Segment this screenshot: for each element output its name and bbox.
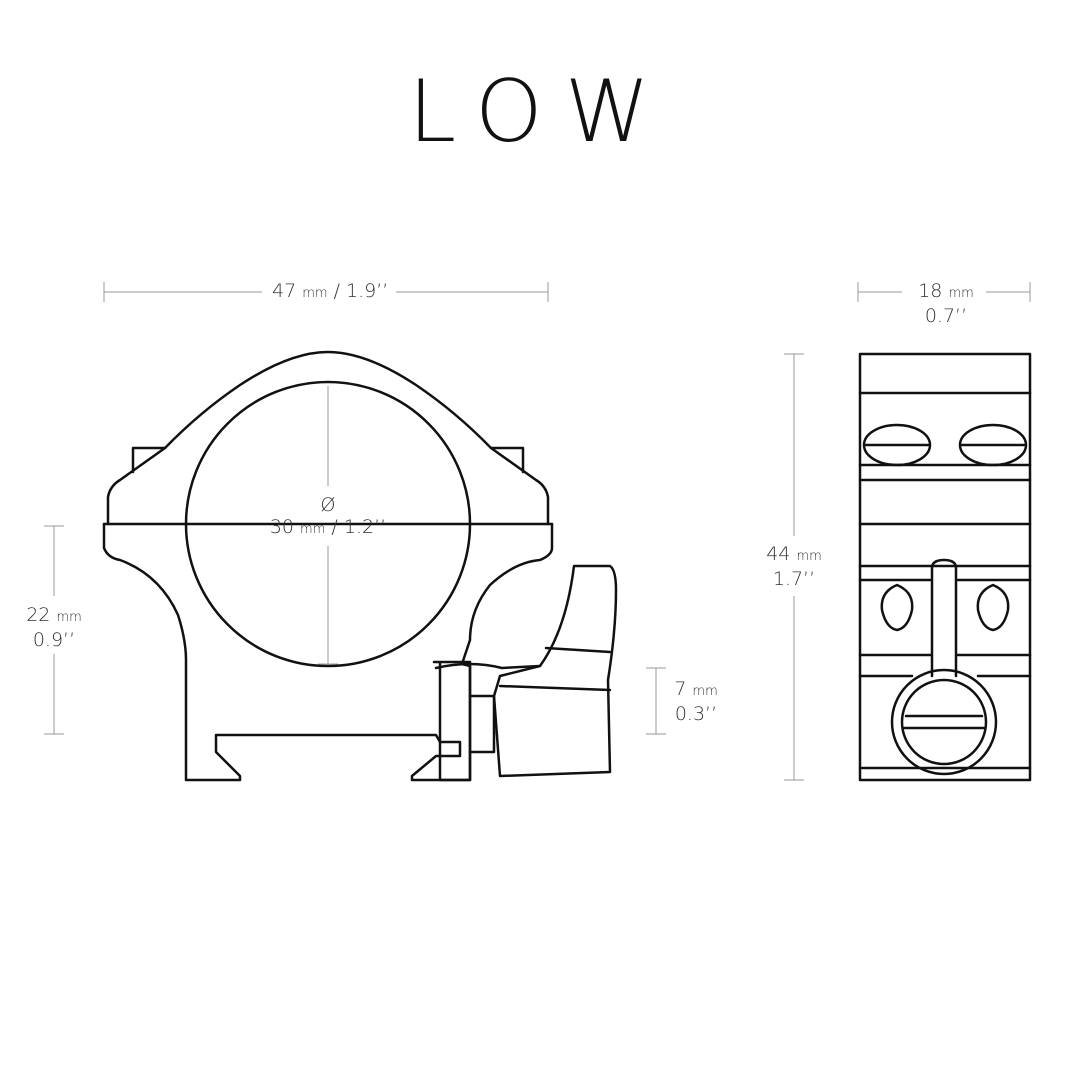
recess-left <box>880 583 914 632</box>
clamp-bolt <box>468 694 496 754</box>
front-view-mount <box>102 350 618 782</box>
lever-knob-inner <box>900 678 988 766</box>
recess-right <box>976 583 1010 632</box>
clamp-block <box>432 660 472 782</box>
lever-connector <box>434 662 542 670</box>
tube-diameter-label: Ø 30 mm / 1.2’’ <box>258 494 398 541</box>
width-dimension-label: 47 mm / 1.9’’ <box>272 280 389 302</box>
lever-height-label: 7 mm 0.3’’ <box>674 678 718 725</box>
total-height-label: 44 mm 1.7’’ <box>766 543 822 590</box>
diameter-symbol: Ø <box>320 494 336 516</box>
side-view-mount <box>858 352 1032 782</box>
cap-lug-left <box>131 446 167 474</box>
lever-detail-2 <box>498 684 612 692</box>
lever-slot <box>930 558 958 678</box>
screw-head-left <box>862 423 932 467</box>
depth-label: 18 mm 0.7’’ <box>918 280 974 327</box>
lever-detail <box>544 646 612 654</box>
tube-circle <box>184 380 472 668</box>
page-title: LOW <box>408 62 672 162</box>
cap-lug-right <box>489 446 525 474</box>
lever-knob-outer <box>890 668 998 776</box>
base-height-label: 22 mm 0.9’’ <box>26 604 82 651</box>
lever-arm <box>492 564 618 778</box>
screw-head-right <box>958 423 1028 467</box>
